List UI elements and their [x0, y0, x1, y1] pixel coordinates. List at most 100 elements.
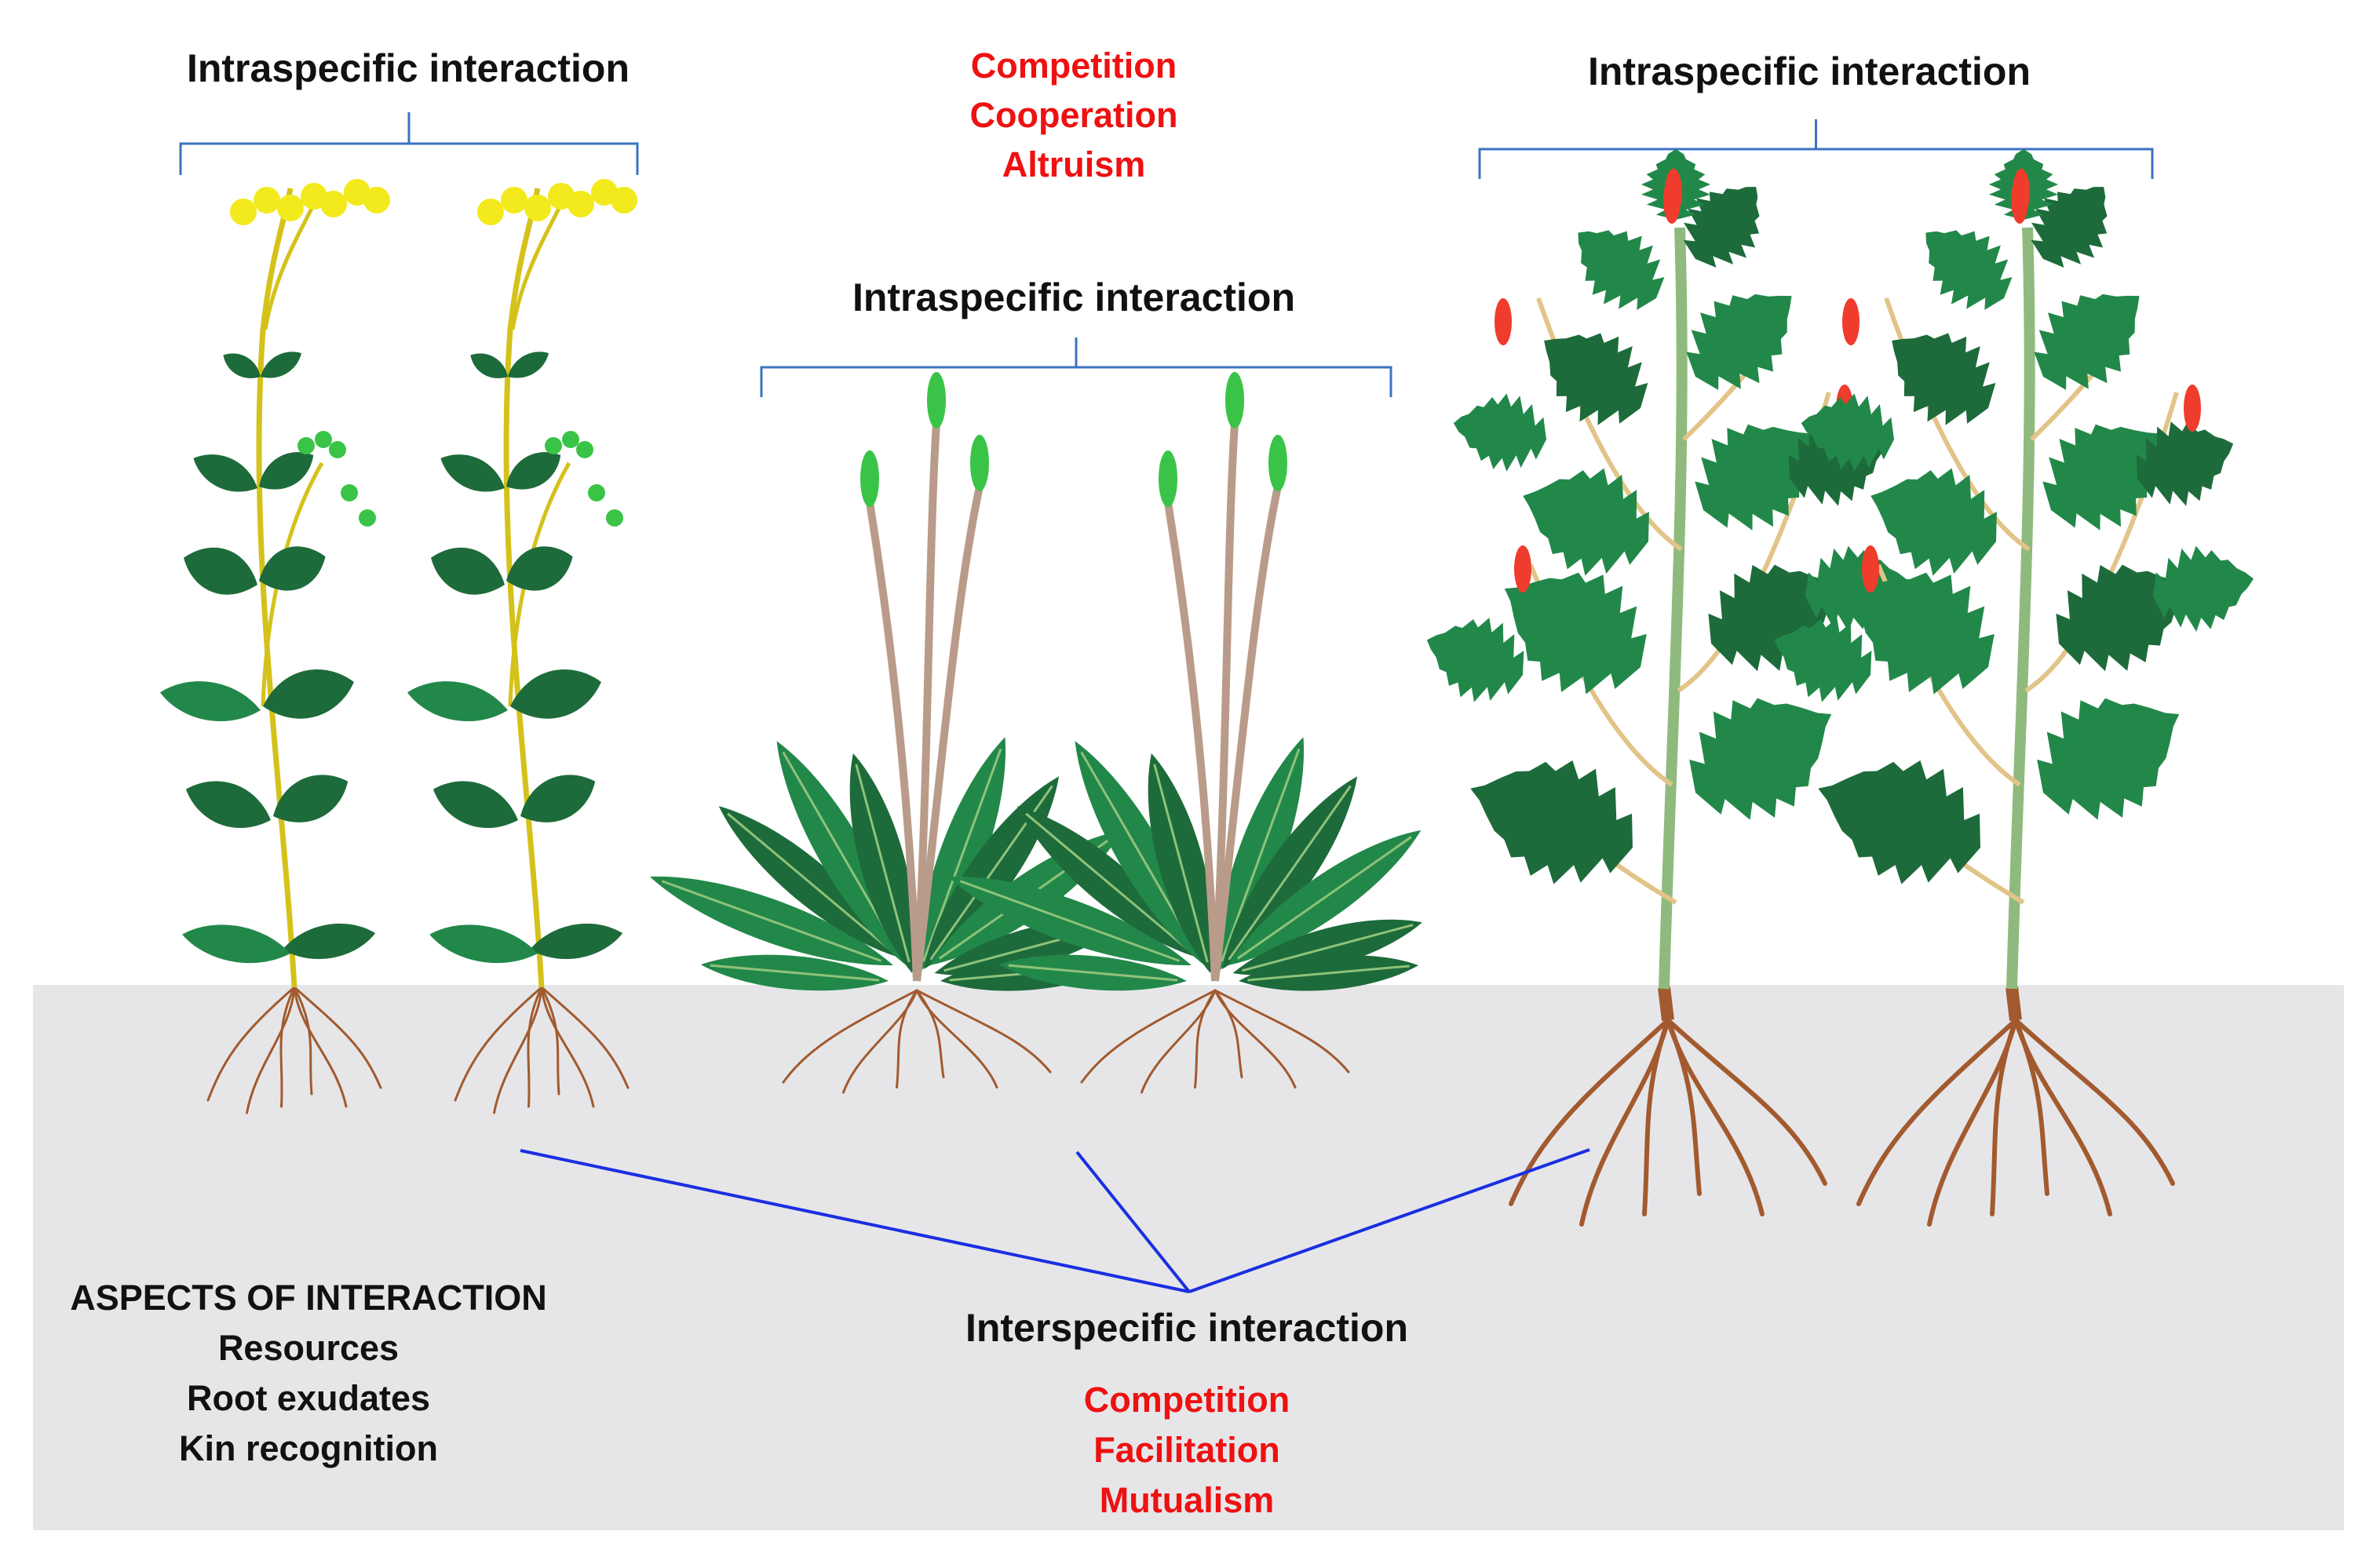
- nettle-roots-1-strand-6: [1666, 1018, 1827, 1186]
- plantain-spike-1-1: [860, 450, 879, 507]
- yellow-herb-leaf-4-2: [432, 781, 518, 828]
- nettle-roots-1-strand-3: [1642, 1018, 1670, 1216]
- nettle-roots-2-strand-6: [2013, 1018, 2175, 1186]
- intra-mode-cooperation: Cooperation: [969, 95, 1178, 135]
- yellow-herb-roots-1: [206, 986, 382, 1114]
- nettle-leaf-2-6-blade: [2042, 424, 2161, 531]
- nettle-leaf-1-2-blade: [1689, 698, 1832, 820]
- yellow-herb-leaf-7-1-blade: [259, 546, 326, 591]
- yellow-herb-roots-1-strand-6: [293, 986, 382, 1089]
- plantain-blade-2-10: [1239, 955, 1419, 991]
- nettle-flower-2-2: [1842, 298, 1860, 345]
- plantain-plant-2: [947, 372, 1422, 1094]
- nettle-plant-2: [1774, 149, 2254, 1227]
- plantain-stalk-1-1: [866, 501, 921, 982]
- nettle-leaf-2-12: [1774, 618, 1872, 702]
- plantain-stalk-2-2: [1211, 423, 1239, 982]
- yellow-herb-leaf-3-1: [273, 775, 349, 822]
- yellow-herb-leaf-9-1: [259, 452, 314, 490]
- plantain-blade-2-4: [1148, 753, 1214, 973]
- bracket-right: [1478, 119, 2154, 179]
- yellow-herb-leaf-2-1-blade: [182, 924, 290, 963]
- plantain-roots-1: [782, 989, 1052, 1094]
- plantain-blade-2-1: [947, 876, 1192, 966]
- yellow-herb-leaf-6-1: [159, 681, 261, 721]
- bracket-layer: [179, 112, 2154, 397]
- yellow-herb-leaf-2-1: [182, 924, 290, 963]
- nettle-stem-2: [2006, 227, 2035, 990]
- plantain-blade-2-4-vein: [1153, 764, 1209, 963]
- plantain-blade-1-1-vein: [661, 880, 882, 962]
- nettle-leaf-2-1: [1818, 760, 1980, 884]
- yellow-herb-leaf-9-2: [506, 452, 561, 490]
- nettle-leaf-2-13: [2136, 421, 2234, 506]
- nettle-leaf-1-6: [1695, 424, 1813, 531]
- yellow-herb-roots-2-strand-6: [540, 986, 630, 1089]
- nettle-leaf-2-14-blade: [1801, 393, 1894, 472]
- connector-line-2: [1075, 1150, 1191, 1293]
- bracket-right-line: [1478, 119, 2154, 179]
- yellow-herb-leaf-6-1-blade: [159, 681, 261, 721]
- interspecific-connector: [520, 1148, 1590, 1293]
- yellow-herb-flower-1-5: [320, 191, 347, 217]
- yellow-herb-leaf-7-2-blade: [506, 546, 573, 591]
- nettle-leaf-2-2: [2037, 698, 2180, 820]
- yellow-herb-roots-1-strand-2: [246, 986, 296, 1114]
- plantain-roots-2-strand-1: [1080, 989, 1217, 1084]
- nettle-leaf-1-7-blade: [1544, 333, 1648, 425]
- nettle-leaf-1-5: [1523, 468, 1649, 576]
- yellow-herb-flower-2-3: [524, 195, 551, 221]
- yellow-herb-roots-1-strand-3: [279, 986, 296, 1108]
- plantain-spike-2-1: [1159, 450, 1177, 507]
- yellow-herb-leaf-11-1-blade: [261, 352, 301, 378]
- yellow-herb-leaf-11-2: [508, 352, 549, 378]
- aspects-title: ASPECTS OF INTERACTION: [70, 1278, 547, 1318]
- yellow-herb-bud-2-3: [576, 441, 593, 458]
- bracket-center: [760, 337, 1392, 397]
- nettle-leaf-2-5-blade: [1870, 468, 1997, 576]
- nettle-leaf-2-9-blade: [1925, 230, 2013, 310]
- yellow-herb-bud-1-3: [329, 441, 346, 458]
- yellow-herb-leaf-12-1: [223, 353, 261, 378]
- yellow-herb-leaf-8-2: [431, 547, 505, 595]
- connector-line-3: [1188, 1148, 1590, 1293]
- plantain-spike-2-2: [1225, 372, 1244, 428]
- yellow-herb-roots-2-strand-1: [454, 986, 543, 1102]
- yellow-herb-leaf-3-2-blade: [520, 775, 596, 822]
- inter-mode-mutualism: Mutualism: [1099, 1480, 1275, 1520]
- yellow-herb-leaf-8-1-blade: [184, 547, 257, 595]
- plantain-roots-1-strand-6: [915, 989, 1052, 1074]
- plantain-blade-1-1: [649, 876, 893, 966]
- nettle-roots-1: [1509, 1018, 1827, 1227]
- bracket-left-line: [179, 112, 639, 175]
- nettle-leaf-1-10-blade: [1683, 187, 1760, 268]
- yellow-herb-leaf-1-1: [283, 924, 376, 960]
- nettle-flower-1-5: [1663, 177, 1681, 224]
- plantain-blade-1-4-vein: [855, 764, 911, 963]
- yellow-herb-leaf-3-1-blade: [273, 775, 349, 822]
- nettle-leaf-2-8: [2034, 294, 2140, 390]
- nettle-roots-2-strand-5: [2013, 1018, 2112, 1216]
- nettle-flower-1-2: [1495, 298, 1512, 345]
- yellow-herb-leaf-2-2-blade: [429, 924, 538, 963]
- nettle-leaf-1-9-blade: [1578, 230, 1665, 310]
- nettle-leaf-1-1-blade: [1470, 760, 1633, 884]
- yellow-herb-roots-2-strand-5: [540, 986, 595, 1108]
- yellow-herb-flower-2-7: [611, 187, 637, 213]
- plantain-blade-2-10-vein: [1247, 965, 1410, 982]
- plantain-blade-1-2: [718, 806, 900, 957]
- yellow-herb-leaf-3-2: [520, 775, 596, 822]
- nettle-leaf-2-7-blade: [1892, 333, 1996, 425]
- yellow-herb-leaf-9-1-blade: [259, 452, 314, 490]
- yellow-herb-leaf-5-1-blade: [263, 669, 354, 719]
- plantain-blade-2-7: [1228, 830, 1422, 965]
- plantain-roots-1-strand-5: [915, 989, 998, 1088]
- nettle-leaf-1-8: [1686, 294, 1792, 390]
- yellow-herb-leaf-9-2-blade: [506, 452, 561, 490]
- yellow-herb-leaf-12-1-blade: [223, 353, 261, 378]
- intraspecific-label-right: Intraspecific interaction: [1587, 49, 2031, 93]
- yellow-herb-leaf-4-1: [185, 781, 271, 828]
- nettle-leaf-1-8-blade: [1686, 294, 1792, 390]
- nettle-leaf-2-15-blade: [2153, 545, 2254, 632]
